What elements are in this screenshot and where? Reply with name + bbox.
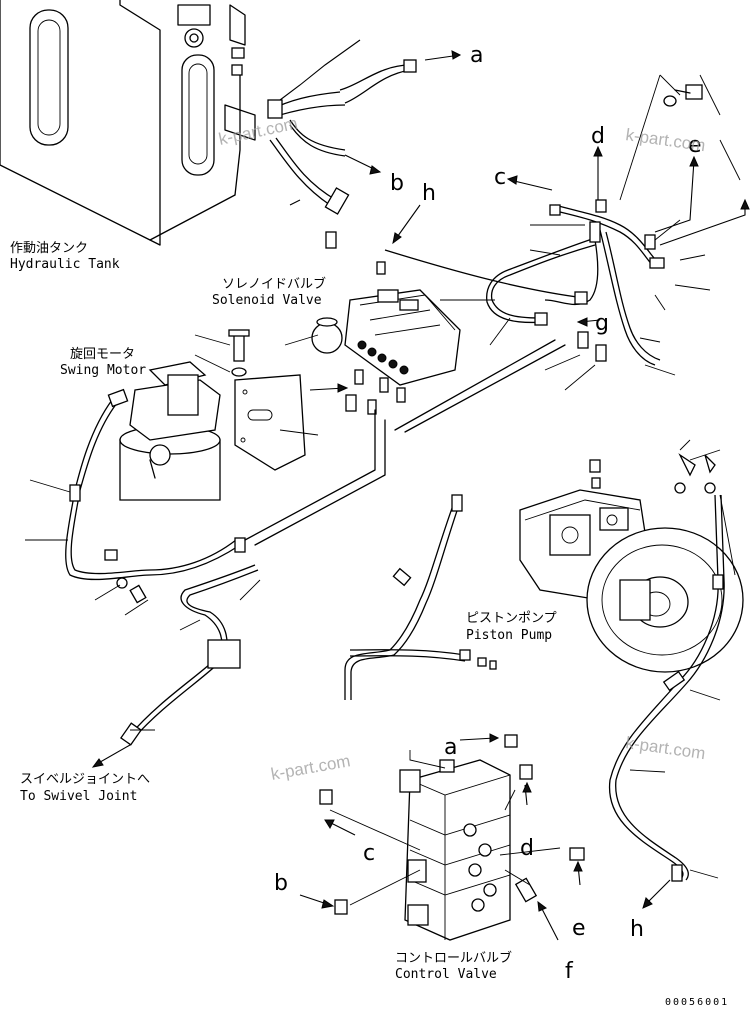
piston-pump-label-en: Piston Pump	[466, 628, 552, 643]
tank-sight-glass-left	[29, 9, 69, 146]
letter-f-bottom: f	[565, 959, 574, 984]
letter-e-bottom: e	[572, 916, 586, 941]
elbow-fitting	[324, 187, 350, 215]
letter-d-top: d	[591, 124, 605, 149]
tank-port-fitting	[267, 99, 283, 119]
bolt	[233, 332, 245, 362]
clamp-block	[207, 639, 241, 669]
watermark: k-part.com	[269, 751, 351, 784]
letter-h-top: h	[422, 181, 436, 206]
solenoid-coil	[311, 322, 343, 354]
swivel-joint-label-jp: スイベルジョイントへ	[20, 772, 150, 787]
control-valve-label-en: Control Valve	[395, 967, 497, 982]
watermark: k-part.com	[217, 114, 299, 149]
letter-a-bottom: a	[444, 735, 457, 760]
pump-pilot-hoses: c d e g	[384, 74, 750, 391]
solenoid-fitting-1	[345, 394, 357, 412]
control-valve: コントロールバルブ Control Valve a c b d e f	[274, 733, 586, 984]
solenoid-valve: ソレノイドバルブ Solenoid Valve h g	[212, 181, 461, 415]
piston-pump-label-jp: ピストンポンプ	[466, 611, 557, 626]
watermark: k-part.com	[624, 125, 706, 155]
swing-motor-label-en: Swing Motor	[60, 363, 146, 378]
mid-hose	[344, 494, 497, 700]
hydraulic-tank: 作動油タンク Hydraulic Tank	[0, 0, 256, 272]
swing-motor-label-jp: 旋回モータ	[70, 347, 135, 362]
tank-bracket-top	[177, 4, 211, 26]
hydraulic-tank-label-en: Hydraulic Tank	[10, 257, 120, 272]
letter-c-bottom: c	[363, 841, 375, 866]
piston-pump: ピストンポンプ Piston Pump	[466, 439, 744, 673]
letter-b-bottom: b	[274, 871, 288, 896]
pilot-lines	[244, 339, 566, 546]
letter-a-top: a	[470, 43, 483, 68]
control-valve-label-jp: コントロールバルブ	[395, 950, 512, 966]
letter-d-bottom: d	[520, 836, 534, 861]
solenoid-valve-label-jp: ソレノイドバルブ	[222, 276, 326, 292]
letter-g-mid: g	[595, 311, 609, 336]
solenoid-valve-label-en: Solenoid Valve	[212, 293, 322, 308]
letter-b-top: b	[390, 171, 404, 196]
pump-right-hose: h	[608, 494, 736, 942]
letter-e-top: e	[688, 133, 702, 158]
drawing-code: 00056001	[665, 997, 729, 1008]
swing-motor-hoses: スイベルジョイントへ To Swivel Joint	[20, 388, 261, 804]
bolt-top-right	[685, 84, 703, 100]
letter-c-top: c	[494, 165, 506, 190]
watermark: k-part.com	[624, 733, 706, 763]
straight-fitting	[325, 231, 337, 249]
tank-hoses: a b	[267, 39, 483, 249]
letter-h-bottom: h	[630, 917, 644, 942]
swivel-joint-label-en: To Swivel Joint	[20, 789, 137, 804]
mounting-plate	[194, 329, 319, 471]
tank-sight-glass-right	[181, 54, 215, 176]
swing-motor: 旋回モータ Swing Motor	[60, 347, 221, 501]
hydraulic-tank-label-jp: 作動油タンク	[10, 241, 88, 256]
